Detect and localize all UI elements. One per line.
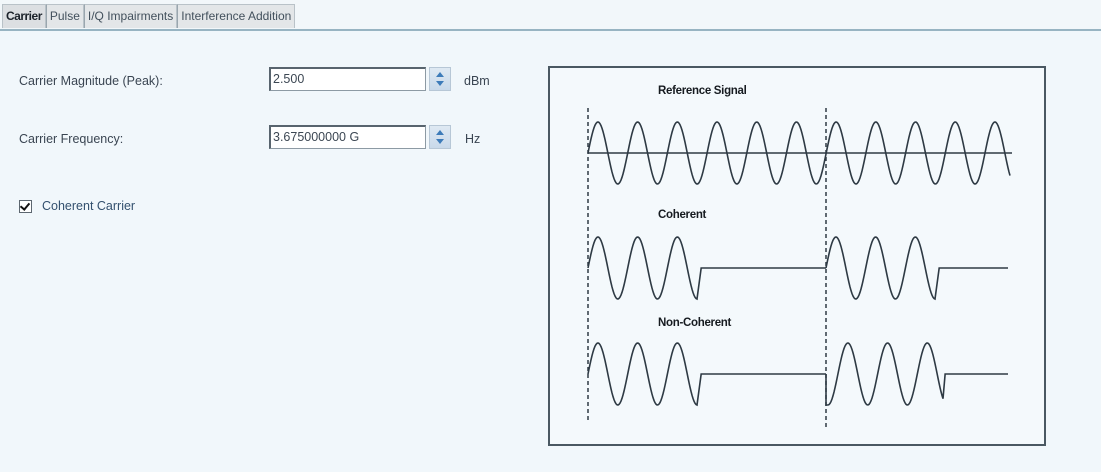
tab-pulse[interactable]: Pulse bbox=[45, 4, 84, 28]
carrier-magnitude-spinner[interactable] bbox=[429, 67, 451, 91]
waveform-graphic bbox=[587, 108, 1012, 428]
tab-iq-impairments[interactable]: I/Q Impairments bbox=[83, 4, 178, 28]
carrier-magnitude-input[interactable]: 2.500 bbox=[269, 67, 426, 91]
tab-strip: Carrier Pulse I/Q Impairments Interferen… bbox=[0, 0, 1101, 31]
carrier-frequency-label: Carrier Frequency: bbox=[19, 132, 124, 146]
non-coherent-label: Non-Coherent bbox=[658, 317, 732, 329]
reference-signal-label: Reference Signal bbox=[658, 85, 747, 97]
carrier-frequency-unit: Hz bbox=[465, 132, 481, 146]
tab-divider bbox=[0, 29, 1101, 31]
tab-carrier[interactable]: Carrier bbox=[2, 4, 46, 28]
carrier-magnitude-label: Carrier Magnitude (Peak): bbox=[19, 74, 163, 88]
coherent-label: Coherent bbox=[658, 209, 707, 221]
carrier-frequency-input[interactable]: 3.675000000 G bbox=[269, 125, 426, 149]
coherent-carrier-option[interactable]: Coherent Carrier bbox=[19, 199, 135, 213]
coherent-carrier-checkbox[interactable] bbox=[19, 199, 32, 213]
spin-down-icon[interactable] bbox=[436, 81, 444, 86]
coherent-carrier-label: Coherent Carrier bbox=[42, 199, 136, 213]
spin-up-icon[interactable] bbox=[436, 130, 444, 135]
coherence-diagram: Reference Signal Coherent Non-Coherent bbox=[548, 66, 1046, 446]
carrier-magnitude-unit: dBm bbox=[464, 74, 490, 88]
spin-up-icon[interactable] bbox=[436, 72, 444, 77]
tab-interference-addition[interactable]: Interference Addition bbox=[177, 4, 296, 28]
carrier-frequency-spinner[interactable] bbox=[429, 125, 451, 149]
spin-down-icon[interactable] bbox=[436, 139, 444, 144]
